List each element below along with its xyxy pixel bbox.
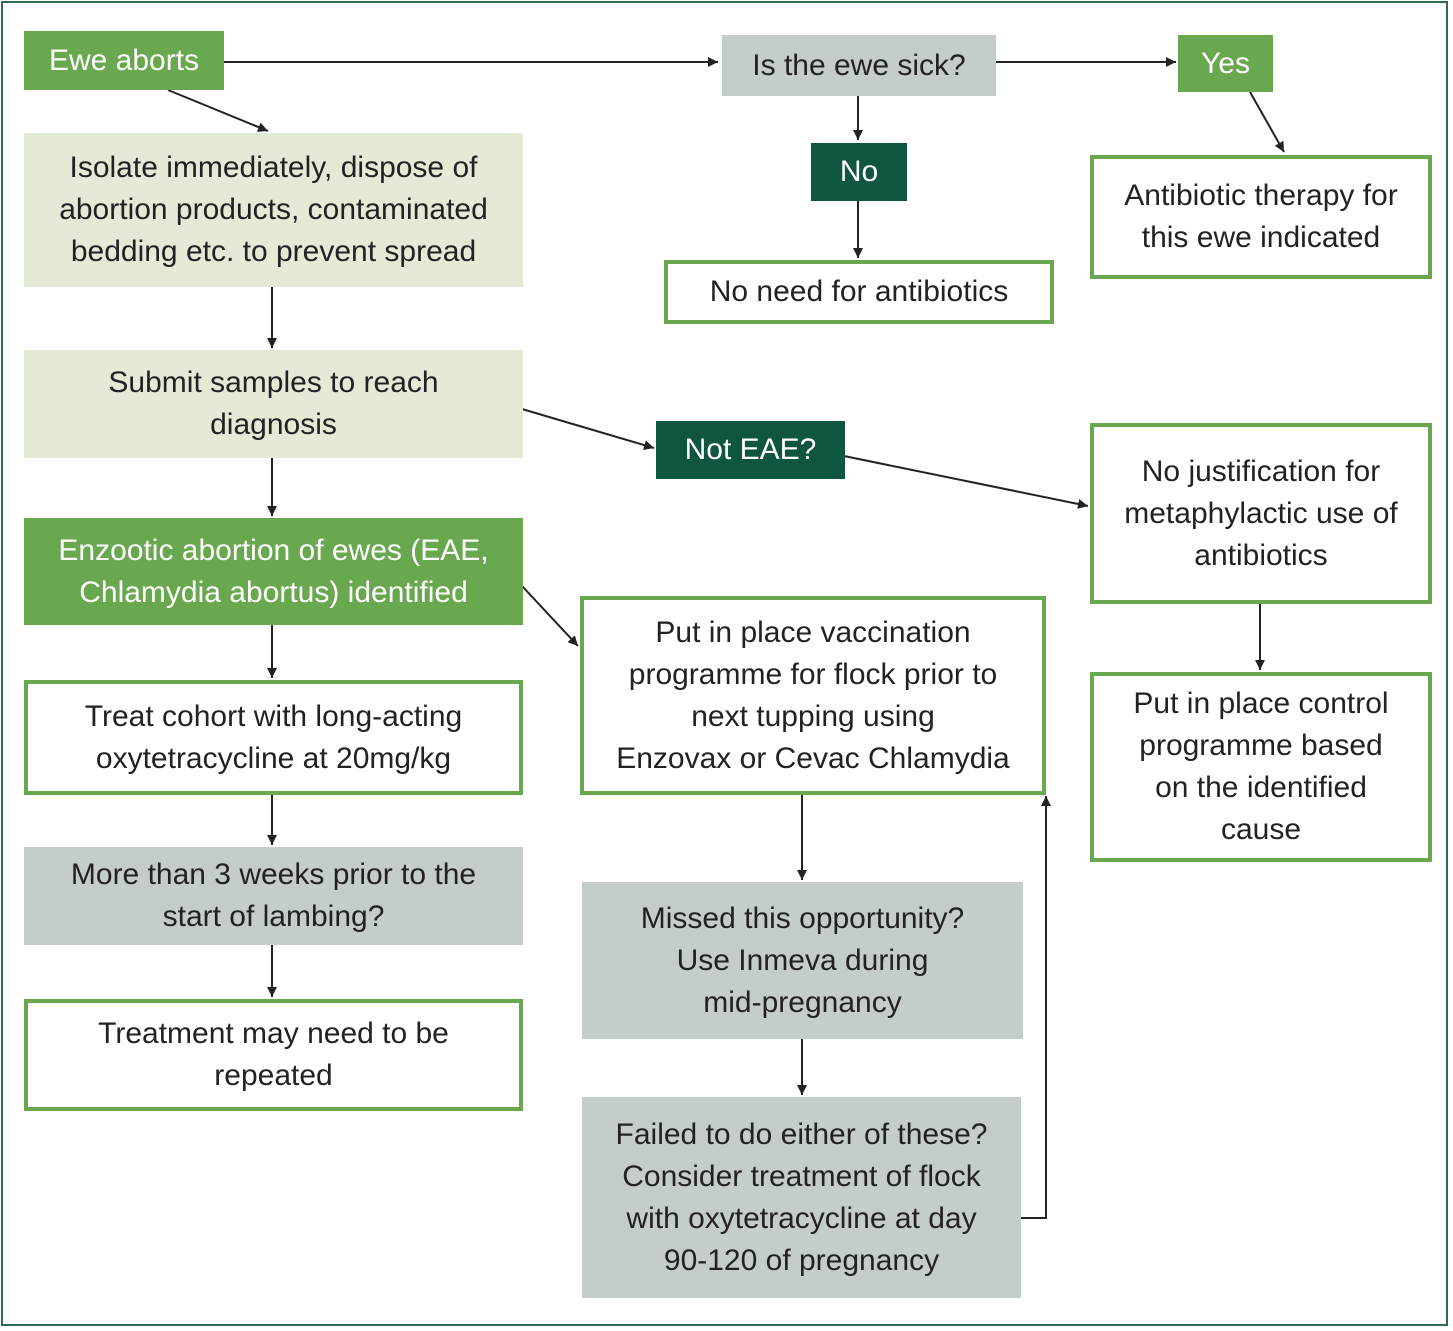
no-justification-node: No justification for metaphylactic use o… <box>1090 423 1432 604</box>
isolate-node: Isolate immediately, dispose of abortion… <box>24 133 523 287</box>
arrow-submit-to-noteae <box>521 408 655 450</box>
eae-identified-node: Enzootic abortion of ewes (EAE, Chlamydi… <box>24 518 523 625</box>
vaccination-node: Put in place vaccination programme for f… <box>580 596 1046 795</box>
failed-either-node: Failed to do either of these? Consider t… <box>582 1097 1021 1298</box>
yes-node: Yes <box>1178 35 1273 92</box>
antibiotic-therapy-node: Antibiotic therapy for this ewe indicate… <box>1090 155 1432 279</box>
no-need-antibiotics-node: No need for antibiotics <box>664 260 1054 324</box>
arrow-eae-to-vaccination <box>521 585 579 647</box>
no-node: No <box>811 143 907 201</box>
arrow-noteae-to-nojust <box>843 455 1089 509</box>
submit-samples-node: Submit samples to reach diagnosis <box>24 350 523 458</box>
more-than-3-weeks-node: More than 3 weeks prior to the start of … <box>24 847 523 945</box>
treat-cohort-node: Treat cohort with long-acting oxytetracy… <box>24 680 523 795</box>
arrow-failed-to-vaccination <box>1021 796 1051 1219</box>
not-eae-node: Not EAE? <box>656 421 845 479</box>
arrow-yes-to-therapy <box>1249 91 1285 153</box>
treatment-repeat-node: Treatment may need to be repeated <box>24 999 523 1111</box>
missed-opportunity-node: Missed this opportunity? Use Inmeva duri… <box>582 882 1023 1039</box>
is-ewe-sick-node: Is the ewe sick? <box>722 35 996 96</box>
control-programme-node: Put in place control programme based on … <box>1090 672 1432 862</box>
ewe-aborts-node: Ewe aborts <box>24 31 224 90</box>
arrow-aborts-to-isolate <box>167 89 269 132</box>
